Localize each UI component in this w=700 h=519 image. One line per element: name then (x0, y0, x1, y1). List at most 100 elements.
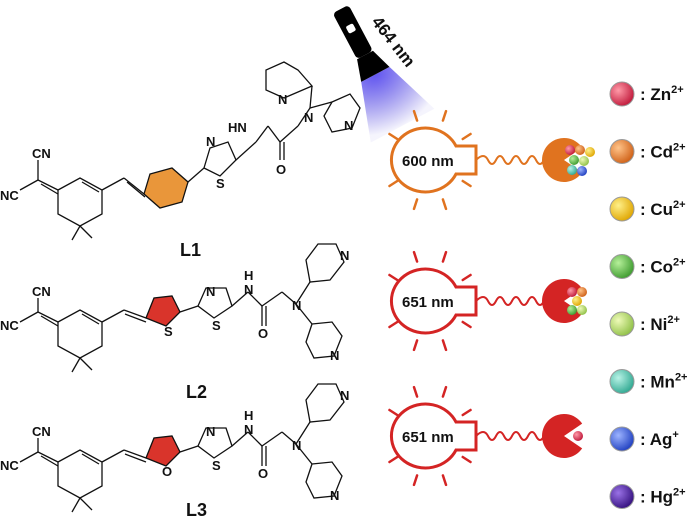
emission-wavelength: 600 nm (402, 153, 454, 170)
legend-ion-label: : Ag+ (640, 429, 679, 449)
label-L1: L1 (180, 240, 201, 260)
L1-atom-nc: NC (0, 188, 19, 203)
bound-ion (567, 305, 577, 315)
bulb-rays-icon (388, 385, 472, 487)
legend-item-ni: : Ni2+ (609, 311, 680, 337)
L2-atom-n-py2: N (330, 348, 339, 363)
bulb-rays-icon (388, 250, 472, 352)
label-L3: L3 (186, 500, 207, 519)
legend-ion-label: : Co2+ (640, 257, 686, 277)
legend-ion-label: : Hg2+ (640, 487, 686, 507)
bulb-rays-icon (388, 109, 472, 211)
legend-ion-label: : Mn2+ (640, 372, 687, 392)
bound-ion (577, 305, 587, 315)
ion-swatch-icon (609, 81, 635, 107)
L3-atom-n-thiazole: N (206, 424, 215, 439)
legend-ion-label: : Ni2+ (640, 314, 680, 334)
legend-ion-label: : Cd2+ (640, 142, 686, 162)
label-L2: L2 (186, 382, 207, 402)
legend-ion-label: : Cu2+ (640, 199, 686, 219)
receptor-icon (542, 414, 583, 458)
bound-ion (585, 147, 595, 157)
legend-item-cd: : Cd2+ (609, 139, 686, 164)
bound-ion (567, 287, 577, 297)
bound-ion (573, 431, 583, 441)
L2-atom-n-amine: N (292, 298, 301, 313)
molecule-L3 (19, 383, 345, 513)
legend-item-cu: : Cu2+ (609, 196, 686, 222)
emission-row-1: 600 nm (388, 109, 595, 211)
legend-item-co: : Co2+ (609, 254, 686, 279)
flashlight-head (357, 50, 390, 82)
ion-swatch-icon (609, 369, 635, 394)
L3-atom-o-ring: O (162, 464, 172, 479)
emission-wavelength: 651 nm (402, 294, 454, 311)
L2-atom-o-amide: O (258, 326, 268, 341)
bound-ion (577, 287, 587, 297)
bound-ion (579, 156, 589, 166)
spring-linker (475, 296, 545, 306)
light-beam (361, 66, 435, 143)
molecule-L3-atoms: CN NC H N N S O O N N N L3 (0, 388, 349, 519)
L3-atom-h: H (244, 408, 253, 423)
L2-atom-h: H (244, 268, 253, 283)
L1-atom-n-amine: N (304, 110, 313, 125)
bound-ion (565, 145, 575, 155)
L2-atom-cn: CN (32, 284, 51, 299)
light-bulb-icon (389, 267, 478, 335)
molecule-L2-atoms: CN NC H N N S S O N N N L2 (0, 248, 349, 402)
light-bulb-icon (389, 126, 478, 194)
molecule-L1-atoms: CN NC HN N S O N N N L1 (0, 92, 353, 260)
L2-atom-s-thiazole: S (212, 318, 221, 333)
L1-atom-o-amide: O (276, 162, 286, 177)
L2-atom-n-py1: N (340, 248, 349, 263)
L3-atom-n-py1: N (340, 388, 349, 403)
emission-row-3: 651 nm (388, 385, 583, 487)
spring-linker (475, 155, 545, 165)
ion-swatch-icon (609, 139, 635, 164)
bound-ion (569, 155, 579, 165)
L3-atom-nc: NC (0, 458, 19, 473)
legend-item-ag: : Ag+ (609, 426, 679, 452)
bound-ion (577, 166, 587, 176)
L3-atom-s-thiazole: S (212, 458, 221, 473)
L2-atom-nc: NC (0, 318, 19, 333)
L1-atom-cn: CN (32, 146, 51, 161)
light-bulb-icon (389, 402, 478, 470)
ion-swatch-icon (609, 484, 635, 509)
L1-atom-s-thiazole: S (216, 176, 225, 191)
molecule-L1 (19, 61, 361, 241)
L3-atom-n-py2: N (330, 488, 339, 503)
ion-swatch-icon (609, 254, 635, 279)
L3-atom-n-amide: N (244, 422, 253, 437)
flashlight: 464 nm (334, 6, 435, 143)
bound-ion (575, 145, 585, 155)
ion-swatch-icon (609, 311, 635, 337)
ion-swatch-icon (609, 196, 635, 222)
L3-atom-o-amide: O (258, 466, 268, 481)
L3-atom-cn: CN (32, 424, 51, 439)
legend-item-hg: : Hg2+ (609, 484, 686, 509)
emission-row-2: 651 nm (388, 250, 587, 352)
legend-item-mn: : Mn2+ (609, 369, 687, 394)
ion-legend: : Zn2+ : Cd2+ : Cu2+ : Co2+ : Ni2+ : Mn2+ : Ag… (609, 81, 687, 509)
emission-bulbs: 600 nm 651 nm 651 nm (388, 109, 595, 487)
L1-atom-n-py1: N (278, 92, 287, 107)
L1-atom-n-thiazole: N (206, 134, 215, 149)
L3-atom-n-amine: N (292, 438, 301, 453)
spring-linker (475, 431, 545, 441)
bound-ion (572, 296, 582, 306)
legend-item-zn: : Zn2+ (609, 81, 684, 107)
L2-atom-s-ring: S (164, 324, 173, 339)
flashlight-button-icon (346, 23, 356, 34)
molecule-L2 (19, 243, 345, 373)
L2-atom-n-thiazole: N (206, 284, 215, 299)
ion-swatch-icon (609, 426, 635, 452)
emission-wavelength: 651 nm (402, 429, 454, 446)
legend-ion-label: : Zn2+ (640, 84, 684, 104)
L2-atom-n-amide: N (244, 282, 253, 297)
L1-atom-hn: HN (228, 120, 247, 135)
flashlight-body (334, 6, 372, 58)
